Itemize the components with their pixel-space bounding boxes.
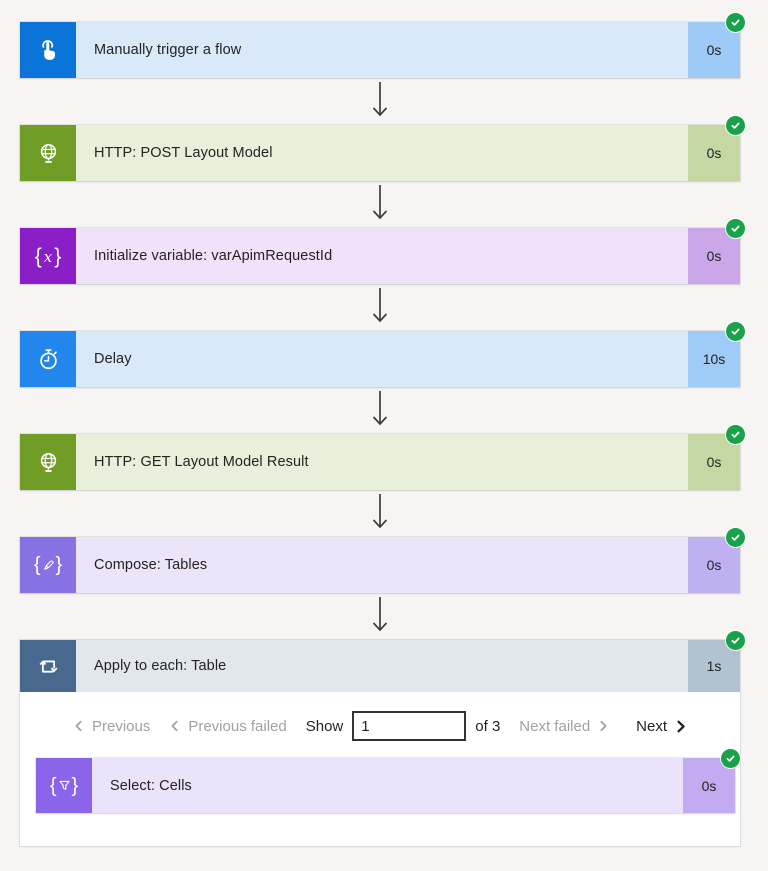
chevron-right-icon bbox=[600, 720, 607, 732]
select-braces-funnel-icon: { } bbox=[36, 758, 92, 813]
show-label: Show bbox=[305, 717, 344, 735]
step-title: HTTP: POST Layout Model bbox=[94, 145, 273, 161]
iteration-pagination: Previous Previous failed Show of 3 Next … bbox=[20, 708, 740, 744]
success-check-icon bbox=[726, 116, 745, 135]
success-check-icon bbox=[726, 13, 745, 32]
success-check-icon bbox=[726, 322, 745, 341]
step-title: Delay bbox=[94, 351, 132, 367]
previous-button[interactable]: Previous bbox=[73, 718, 150, 735]
step-compose-tables[interactable]: { } Compose: Tables 0s bbox=[20, 528, 745, 593]
loop-icon bbox=[20, 640, 76, 692]
arrow-down-icon bbox=[20, 284, 740, 331]
arrow-down-icon bbox=[20, 490, 740, 537]
step-title: Select: Cells bbox=[110, 777, 192, 794]
step-title: HTTP: GET Layout Model Result bbox=[94, 454, 309, 470]
arrow-down-icon bbox=[20, 181, 740, 228]
apply-to-each-body: Previous Previous failed Show of 3 Next … bbox=[20, 692, 740, 846]
http-globe-icon bbox=[20, 125, 76, 181]
apply-to-each-scope: Apply to each: Table 1s Previous Previou… bbox=[20, 631, 745, 846]
arrow-down-icon bbox=[20, 593, 740, 640]
arrow-down-icon bbox=[20, 387, 740, 434]
success-check-icon bbox=[721, 749, 740, 768]
step-title: Compose: Tables bbox=[94, 557, 208, 573]
step-title: Apply to each: Table bbox=[94, 658, 227, 674]
http-globe-icon bbox=[20, 434, 76, 490]
success-check-icon bbox=[726, 631, 745, 650]
step-initialize-variable[interactable]: {x} Initialize variable: varApimRequestI… bbox=[20, 219, 745, 284]
step-select-cells[interactable]: { } Select: Cells 0s bbox=[36, 749, 740, 813]
step-manually-trigger-a-flow[interactable]: Manually trigger a flow 0s bbox=[20, 13, 745, 78]
step-http-get-layout-model-result[interactable]: HTTP: GET Layout Model Result 0s bbox=[20, 425, 745, 490]
step-delay[interactable]: Delay 10s bbox=[20, 322, 745, 387]
step-duration: 0s bbox=[688, 125, 740, 181]
next-button[interactable]: Next bbox=[636, 718, 687, 735]
page-number-input[interactable] bbox=[352, 711, 467, 741]
arrow-down-icon bbox=[20, 78, 740, 125]
manual-trigger-icon bbox=[20, 22, 76, 78]
compose-braces-pencil-icon: { } bbox=[20, 537, 76, 593]
step-title: Initialize variable: varApimRequestId bbox=[94, 248, 333, 264]
step-title: Manually trigger a flow bbox=[94, 42, 242, 58]
step-http-post-layout-model[interactable]: HTTP: POST Layout Model 0s bbox=[20, 116, 745, 181]
flow-run-canvas: Manually trigger a flow 0s HTTP: POST La… bbox=[20, 0, 745, 846]
step-duration: 0s bbox=[688, 228, 740, 284]
apply-to-each-header[interactable]: Apply to each: Table 1s bbox=[20, 640, 740, 692]
chevron-left-icon bbox=[171, 720, 178, 732]
stopwatch-icon bbox=[20, 331, 76, 387]
chevron-right-icon bbox=[677, 720, 685, 732]
success-check-icon bbox=[726, 528, 745, 547]
chevron-left-icon bbox=[75, 720, 82, 732]
next-failed-button[interactable]: Next failed bbox=[519, 718, 609, 735]
success-check-icon bbox=[726, 219, 745, 238]
previous-failed-button[interactable]: Previous failed bbox=[169, 718, 287, 735]
of-total-label: of 3 bbox=[475, 717, 501, 735]
success-check-icon bbox=[726, 425, 745, 444]
variable-braces-x-icon: {x} bbox=[20, 228, 76, 284]
